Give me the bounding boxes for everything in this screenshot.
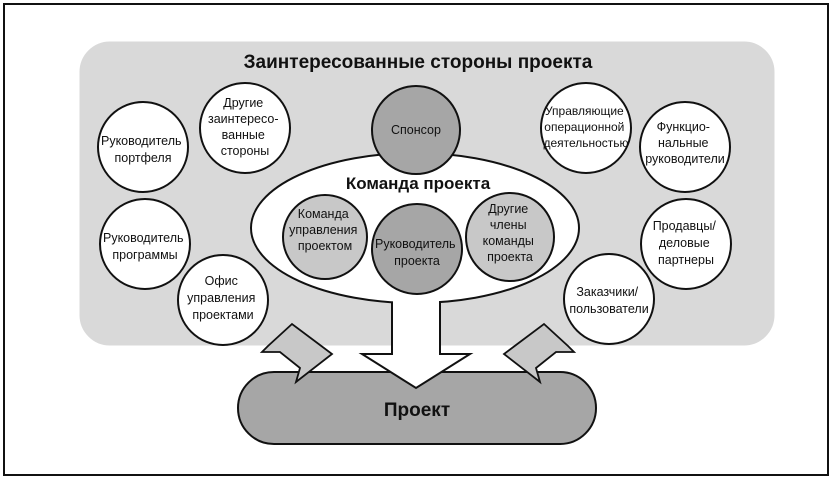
pm-team-label: Команда управления проектом — [289, 207, 361, 253]
sponsor-circle — [371, 85, 461, 175]
arrow-right-up — [502, 322, 577, 385]
customers-users-circle — [563, 253, 655, 345]
team-title: Команда проекта — [346, 174, 491, 193]
pmo-label: Офис управления проектами — [187, 274, 259, 322]
operations-managers-circle — [540, 82, 632, 174]
operations-managers-label: Управляющие операционной деятельностью — [543, 104, 628, 150]
stakeholders-title: Заинтересованные стороны проекта — [244, 52, 593, 73]
program-manager-label: Руководитель программы — [103, 231, 187, 262]
pm-team-circle — [282, 194, 368, 280]
other-members-circle — [465, 192, 555, 282]
other-stakeholders-label: Другие заинтересо- ванные стороны — [208, 96, 282, 158]
sponsor-label: Спонсор — [391, 123, 441, 137]
portfolio-manager-label: Руководитель портфеля — [101, 134, 185, 165]
arrow-left-up — [259, 322, 334, 385]
functional-managers-label: Функцио- нальные руководители — [645, 120, 724, 166]
sellers-partners-circle — [640, 198, 732, 290]
program-manager-circle — [99, 198, 191, 290]
customers-users-label: Заказчики/ пользователи — [569, 285, 648, 316]
functional-managers-circle — [639, 101, 731, 193]
pmo-circle — [177, 254, 269, 346]
sellers-partners-label: Продавцы/ деловые партнеры — [653, 219, 720, 267]
other-stakeholders-circle — [199, 82, 291, 174]
pm-label: Руководитель проекта — [375, 237, 459, 268]
pm-circle — [371, 203, 463, 295]
project-label: Проект — [384, 400, 450, 421]
portfolio-manager-circle — [97, 101, 189, 193]
other-members-label: Другие члены команды проекта — [483, 202, 538, 264]
